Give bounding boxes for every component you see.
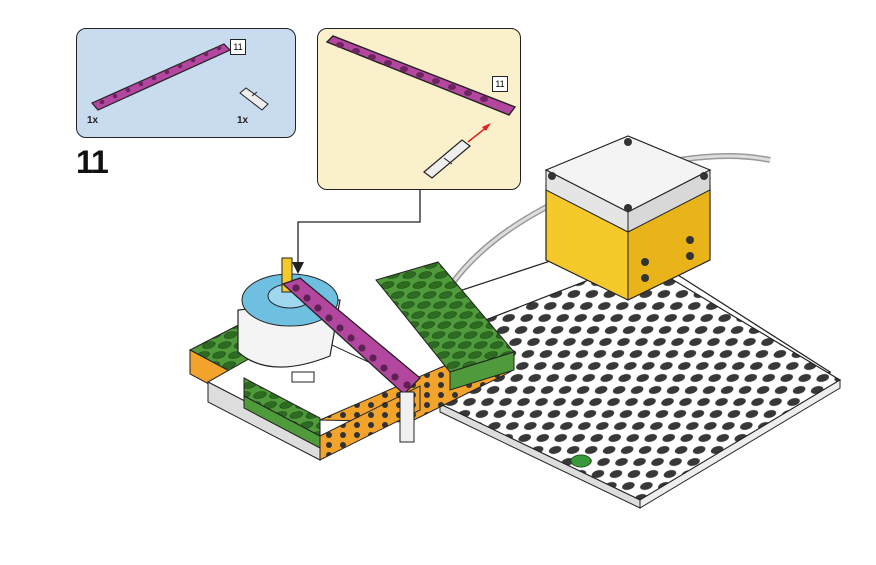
callout-connector-line xyxy=(297,190,421,262)
zoom-beam xyxy=(325,35,517,116)
white-base-plate xyxy=(430,237,842,509)
peg-part-icon xyxy=(239,87,269,111)
installed-peg xyxy=(399,391,415,443)
smart-hub xyxy=(544,135,712,301)
step-number: 11 xyxy=(76,144,109,180)
green-stud xyxy=(570,454,592,468)
zoom-peg xyxy=(423,123,491,179)
assembly-zoom-panel: 11 xyxy=(317,28,521,190)
zoom-beam-length-badge: 11 xyxy=(492,76,508,92)
parts-callout-panel: 11 1x 1x xyxy=(76,28,296,138)
peg-quantity-label: 1x xyxy=(237,115,249,126)
beam-length-badge: 11 xyxy=(230,39,246,55)
beam-quantity-label: 1x xyxy=(87,115,99,126)
installed-beam xyxy=(281,277,421,443)
beam-part-icon xyxy=(91,43,232,111)
callout-arrow xyxy=(292,262,304,274)
